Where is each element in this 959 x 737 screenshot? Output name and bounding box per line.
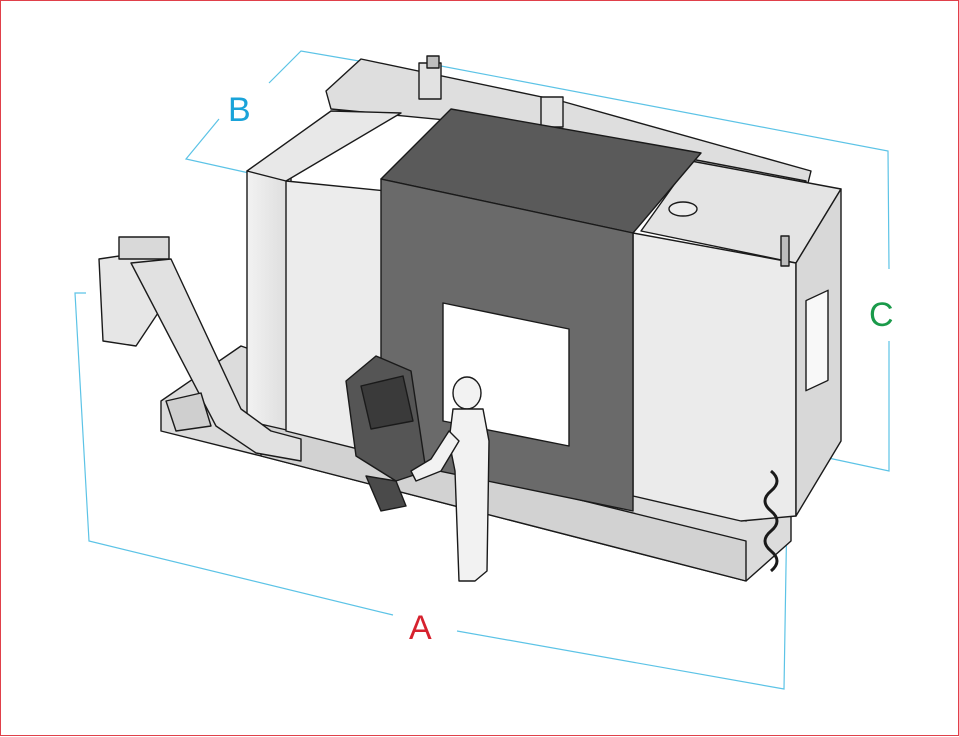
left-top-panel [246,110,402,182]
control-arm [365,475,407,512]
conveyor-motor [165,392,212,432]
machine-body [98,55,842,582]
dimension-line-c [440,65,890,270]
dimension-line-a [74,292,394,616]
control-screen [360,375,414,430]
dimension-line-b-top [268,50,360,84]
dimension-label-c: C [869,296,894,334]
conveyor-head [118,236,170,260]
dimension-label-a: A [409,609,432,647]
left-side-panel [246,148,292,432]
conveyor-body [130,258,302,462]
operator-head [452,376,482,410]
top-block [540,96,564,128]
spindle-head [426,55,440,69]
coolant-hose [763,469,779,573]
dimension-label-b: B [228,91,251,129]
operator-arm [410,430,460,482]
coolant-cap [780,235,790,267]
side-window [805,289,829,392]
right-enclosure-front [632,232,797,522]
round-port [668,201,698,217]
dimension-line-c-bottom [818,341,890,472]
